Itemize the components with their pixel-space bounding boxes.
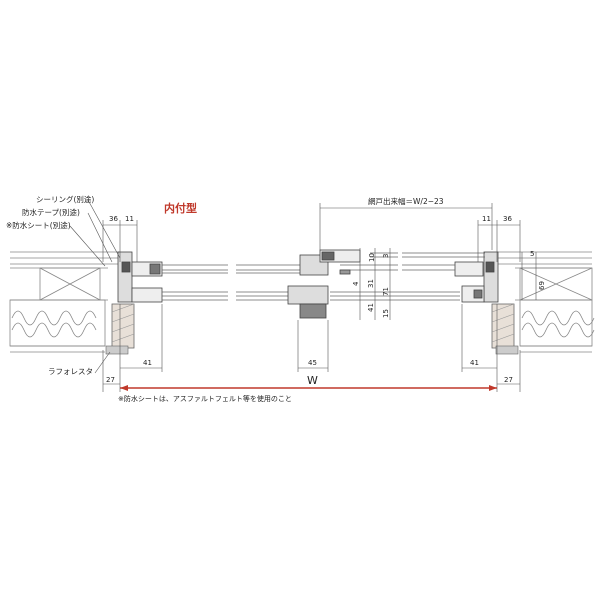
dim-bottom-right-27: 27 (504, 376, 513, 384)
dim-41-mid: 41 (367, 303, 375, 312)
dim-5: 5 (530, 250, 534, 258)
dim-15: 15 (382, 309, 390, 318)
callout-leaders (69, 199, 121, 374)
callout-sheet: ※防水シート(別途) (6, 220, 71, 230)
dim-69: 69 (538, 281, 546, 290)
left-studs (39, 267, 101, 301)
dim-top-left-36: 36 (109, 215, 118, 223)
center-stile (287, 249, 361, 319)
right-frame (454, 251, 499, 303)
right-trim (491, 303, 519, 355)
dim-top-left-11: 11 (125, 215, 134, 223)
right-studs (519, 267, 593, 301)
callout-lath: ラフォレスタ (48, 367, 93, 376)
dim-10: 10 (368, 253, 376, 262)
left-frame (117, 251, 163, 303)
break-marks (230, 250, 402, 310)
callout-sealing: シーリング(別途) (36, 194, 94, 204)
dim-4: 4 (352, 281, 360, 286)
left-trim (105, 303, 135, 355)
overall-width-label: W (307, 374, 318, 387)
callout-tape: 防水テープ(別途) (22, 207, 80, 217)
sash-lines (162, 252, 485, 301)
left-insulation (9, 299, 106, 347)
dim-bottom-left-27: 27 (106, 376, 115, 384)
dim-71: 71 (382, 287, 390, 296)
dim-3: 3 (382, 254, 390, 258)
dim-bottom-right-41: 41 (470, 359, 479, 367)
dim-top-right-36: 36 (503, 215, 512, 223)
dim-bottom-left-41: 41 (143, 359, 152, 367)
right-insulation (519, 299, 595, 347)
dim-45: 45 (308, 359, 317, 367)
dim-top-right-11: 11 (482, 215, 491, 223)
screen-width-label: 網戸出来幅＝W/2−23 (368, 196, 444, 206)
diagram-title: 内付型 (164, 201, 197, 215)
overall-width-line (120, 385, 497, 391)
footnote: ※防水シートは、アスファルトフェルト等を使用のこと (118, 394, 292, 403)
dim-31: 31 (367, 279, 375, 288)
